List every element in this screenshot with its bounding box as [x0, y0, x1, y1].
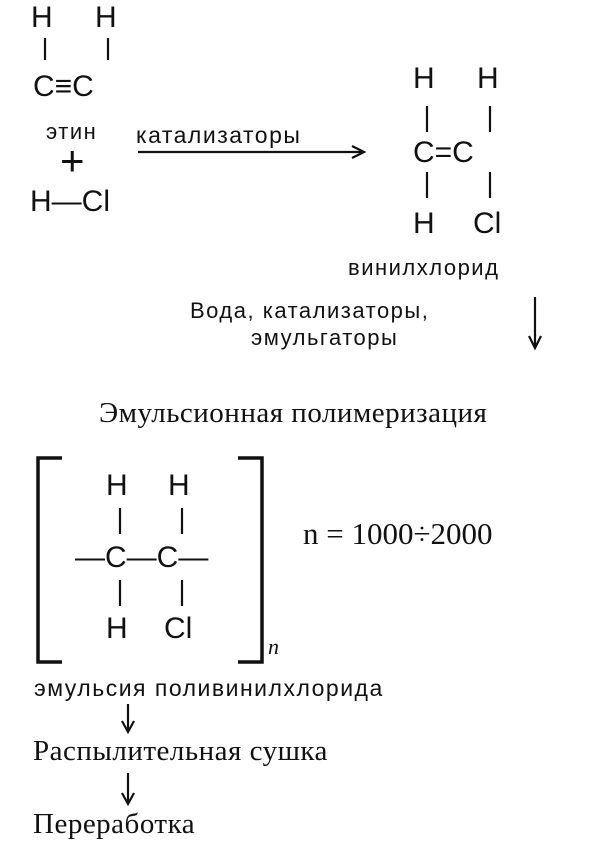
ethyne-name: этин: [46, 119, 98, 144]
polymer-h-left: H: [106, 469, 128, 502]
reaction-arrow-head: [351, 145, 367, 159]
vc-double-bond: C=C: [413, 136, 474, 169]
polymer-chain: —C—C—: [75, 541, 209, 574]
bracket-left: [36, 456, 62, 664]
conditions-line1: Вода, катализаторы,: [190, 298, 430, 323]
step-processing: Переработка: [33, 808, 196, 840]
polymer-degree: n = 1000÷2000: [303, 516, 493, 551]
emulsion-label: эмульсия поливинилхлорида: [34, 675, 384, 701]
step-drying: Распылительная сушка: [33, 735, 328, 767]
ethyne-triple-bond: C≡C: [33, 70, 94, 103]
polymer-h-bottom: H: [106, 612, 128, 645]
vc-h-top-right: H: [477, 62, 499, 95]
conditions-line2: эмульгаторы: [251, 325, 399, 350]
bracket-right: [238, 456, 264, 664]
ethyne-h-right: H: [95, 1, 117, 34]
vc-name: винилхлорид: [348, 255, 500, 280]
polymer-h-right: H: [168, 469, 190, 502]
conditions-arrow-head: [528, 335, 542, 351]
polymer-subscript: n: [268, 634, 279, 659]
hcl-formula: H—Cl: [30, 185, 110, 218]
polymer-cl-bottom: Cl: [164, 612, 193, 645]
vc-h-bottom: H: [413, 207, 435, 240]
vc-h-top-left: H: [413, 62, 435, 95]
vc-cl-bottom: Cl: [473, 207, 502, 240]
arrow-to-drying-head: [121, 720, 135, 735]
arrow-to-processing-head: [121, 792, 135, 807]
reaction-arrow-label: катализаторы: [136, 122, 302, 148]
plus-sign: +: [60, 137, 85, 184]
ethyne-h-left: H: [31, 1, 53, 34]
process-title: Эмульсионная полимеризация: [99, 397, 488, 429]
